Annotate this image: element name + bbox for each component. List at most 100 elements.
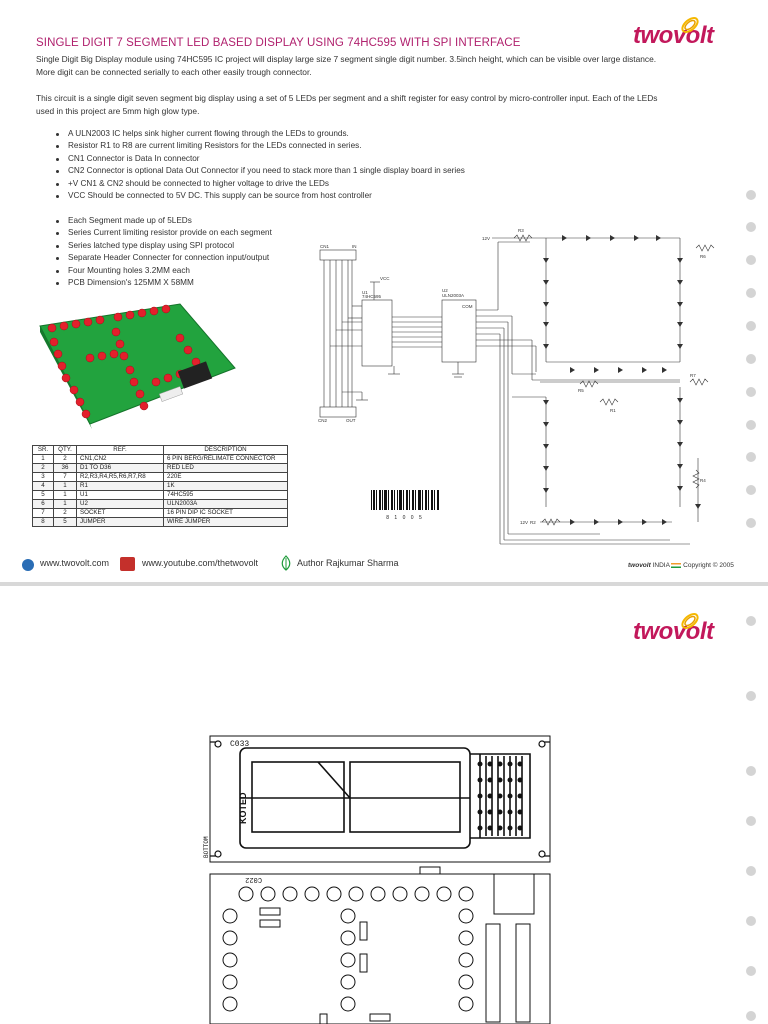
- svg-text:C033: C033: [230, 740, 249, 749]
- table-cell: U2: [76, 499, 164, 509]
- list-item: Separate Header Connecter for connection…: [56, 252, 272, 264]
- page-divider: [0, 582, 768, 586]
- list-item: VCC Should be connected to 5V DC. This s…: [56, 190, 465, 202]
- circuit-schematic: CN1 IN VCC U1 74HC595 U2 ULN2003A COM CN…: [318, 228, 715, 545]
- table-cell: 2: [53, 508, 77, 518]
- table-header: QTY.: [53, 445, 77, 455]
- list-item: CN2 Connector is optional Data Out Conne…: [56, 165, 465, 177]
- margin-hole-icon: [746, 255, 756, 265]
- svg-text:R5: R5: [578, 388, 584, 393]
- pcb-photo: [39, 303, 236, 429]
- table-cell: 1: [53, 481, 77, 491]
- svg-text:U1: U1: [362, 290, 368, 295]
- margin-hole-icon: [746, 190, 756, 200]
- table-cell: 3: [32, 472, 54, 482]
- table-cell: 6 PIN BERG/RELIMATE CONNECTOR: [163, 454, 288, 464]
- svg-text:VCC: VCC: [380, 276, 390, 281]
- svg-text:12V: 12V: [482, 236, 490, 241]
- list-item: PCB Dimension's 125MM X 58MM: [56, 277, 272, 289]
- feature-list-1: A ULN2003 IC helps sink higher current f…: [56, 128, 465, 202]
- twovolt-logo: twovolt: [633, 613, 714, 646]
- barcode-number: 8 1 0 0 5: [386, 515, 424, 521]
- table-header: REF.: [76, 445, 164, 455]
- margin-hole-icon: [746, 866, 756, 876]
- margin-hole-icon: [746, 691, 756, 701]
- svg-text:R7: R7: [690, 373, 696, 378]
- svg-text:OUT: OUT: [346, 418, 356, 423]
- flag-icon: [671, 562, 682, 568]
- youtube-icon: [120, 557, 135, 571]
- margin-hole-icon: [746, 485, 756, 495]
- barcode-icon: [371, 490, 439, 510]
- margin-hole-icon: [746, 452, 756, 462]
- feature-list-2: Each Segment made up of 5LEDs Series Cur…: [56, 215, 272, 289]
- website-link[interactable]: www.twovolt.com: [40, 558, 110, 568]
- margin-hole-icon: [746, 518, 756, 528]
- document-title: SINGLE DIGIT 7 SEGMENT LED BASED DISPLAY…: [36, 37, 521, 49]
- description-paragraph: This circuit is a single digit seven seg…: [36, 93, 658, 116]
- margin-hole-icon: [746, 616, 756, 626]
- table-cell: 220E: [163, 472, 288, 482]
- table-cell: WIRE JUMPER: [163, 517, 288, 527]
- table-cell: 5: [32, 490, 54, 500]
- svg-text:C022: C022: [245, 875, 262, 883]
- svg-text:KOTED: KOTED: [238, 792, 248, 824]
- svg-text:ULN2003A: ULN2003A: [442, 293, 464, 298]
- margin-hole-icon: [746, 321, 756, 331]
- pcb-layout: C033 BOTTOM KOTED C022: [203, 735, 551, 1024]
- svg-text:R4: R4: [700, 478, 706, 483]
- svg-text:R1: R1: [610, 408, 616, 413]
- margin-hole-icon: [746, 766, 756, 776]
- table-cell: 5: [53, 517, 77, 527]
- table-cell: U1: [76, 490, 164, 500]
- margin-hole-icon: [746, 354, 756, 364]
- globe-icon: [22, 559, 34, 571]
- logo-swirl-icon: [681, 17, 699, 33]
- list-item: CN1 Connector is Data In connector: [56, 153, 465, 165]
- logo-swirl-icon: [681, 613, 699, 629]
- copyright-line: twovolt INDIA Copyright © 2005: [628, 562, 734, 569]
- margin-hole-icon: [746, 420, 756, 430]
- table-header: SR.: [32, 445, 54, 455]
- list-item: +V CN1 & CN2 should be connected to high…: [56, 178, 465, 190]
- table-cell: 6: [32, 499, 54, 509]
- margin-hole-icon: [746, 966, 756, 976]
- table-cell: 1: [53, 490, 77, 500]
- table-cell: 7: [53, 472, 77, 482]
- table-cell: CN1,CN2: [76, 454, 164, 464]
- svg-text:R3: R3: [518, 228, 524, 233]
- margin-hole-icon: [746, 916, 756, 926]
- table-cell: 8: [32, 517, 54, 527]
- table-cell: 1: [53, 499, 77, 509]
- twovolt-logo: twovolt: [633, 17, 714, 50]
- table-cell: 36: [53, 463, 77, 473]
- page-two: twovolt C033 BOTTOM KOTED: [0, 586, 768, 1024]
- list-item: Four Mounting holes 3.2MM each: [56, 265, 272, 277]
- list-item: Series Current limiting resistor provide…: [56, 227, 272, 239]
- table-cell: ULN2003A: [163, 499, 288, 509]
- svg-text:U2: U2: [442, 288, 448, 293]
- margin-hole-icon: [746, 222, 756, 232]
- youtube-link[interactable]: www.youtube.com/thetwovolt: [142, 558, 259, 568]
- table-cell: 2: [53, 454, 77, 464]
- svg-text:12V: 12V: [520, 520, 528, 525]
- table-cell: 2: [32, 463, 54, 473]
- barcode: 8 1 0 0 5: [370, 490, 440, 521]
- svg-text:CN2: CN2: [318, 418, 327, 423]
- intro-paragraph: Single Digit Big Display module using 74…: [36, 54, 657, 77]
- margin-hole-icon: [746, 288, 756, 298]
- svg-text:R2: R2: [530, 520, 536, 525]
- svg-text:CN1: CN1: [320, 244, 329, 249]
- page-one: SINGLE DIGIT 7 SEGMENT LED BASED DISPLAY…: [22, 17, 734, 571]
- list-item: Series latched type display using SPI pr…: [56, 240, 272, 252]
- table-header: DESCRIPTION: [163, 445, 288, 455]
- table-cell: 74HC595: [163, 490, 288, 500]
- table-cell: 1: [32, 454, 54, 464]
